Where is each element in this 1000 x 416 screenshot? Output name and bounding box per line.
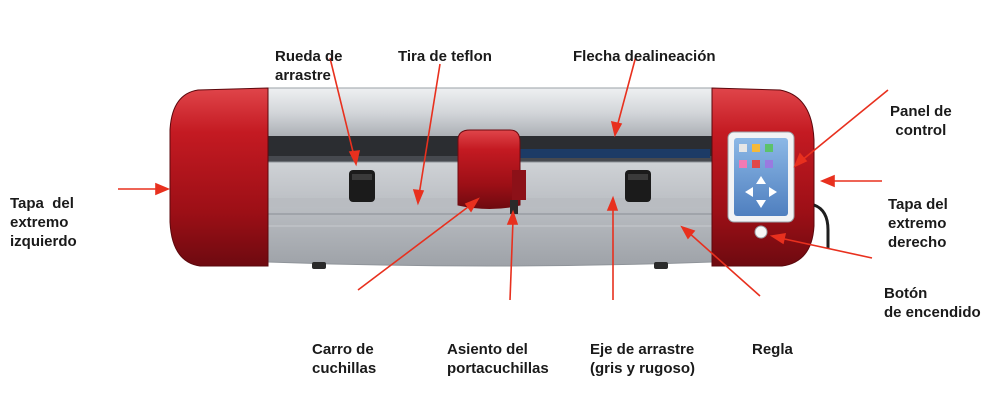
- power-cable: [813, 203, 830, 248]
- arrow-tapa-izq: [118, 182, 171, 196]
- arrow-tapa-der: [819, 174, 882, 188]
- arrow-eje: [606, 195, 619, 300]
- label-regla: Regla: [752, 341, 793, 358]
- arrow-regla: [680, 225, 761, 297]
- arrows: [118, 55, 889, 301]
- pinch-roller-right: [625, 170, 651, 202]
- foot-left: [312, 262, 326, 269]
- label-flecha-alineacion: Flecha dealineación: [573, 48, 716, 65]
- cutter-machine-illustration: [118, 55, 889, 301]
- control-panel: [727, 131, 795, 223]
- power-button: [754, 225, 768, 239]
- arrow-tira: [412, 63, 441, 206]
- left-end-cap: [169, 87, 269, 267]
- arrow-boton: [769, 233, 873, 259]
- pinch-roller-left: [349, 170, 375, 202]
- arrow-rueda: [329, 57, 361, 167]
- arrow-asiento: [506, 209, 519, 301]
- knife-carriage: [457, 129, 526, 214]
- arrow-carro: [357, 197, 480, 291]
- arrow-flecha: [610, 55, 637, 138]
- arrow-panel: [793, 89, 889, 168]
- label-tira-de-teflon: Tira de teflon: [398, 48, 492, 65]
- label-eje-de-arrastre: Eje de arrastre(gris y rugoso): [590, 341, 696, 377]
- foot-right: [654, 262, 668, 269]
